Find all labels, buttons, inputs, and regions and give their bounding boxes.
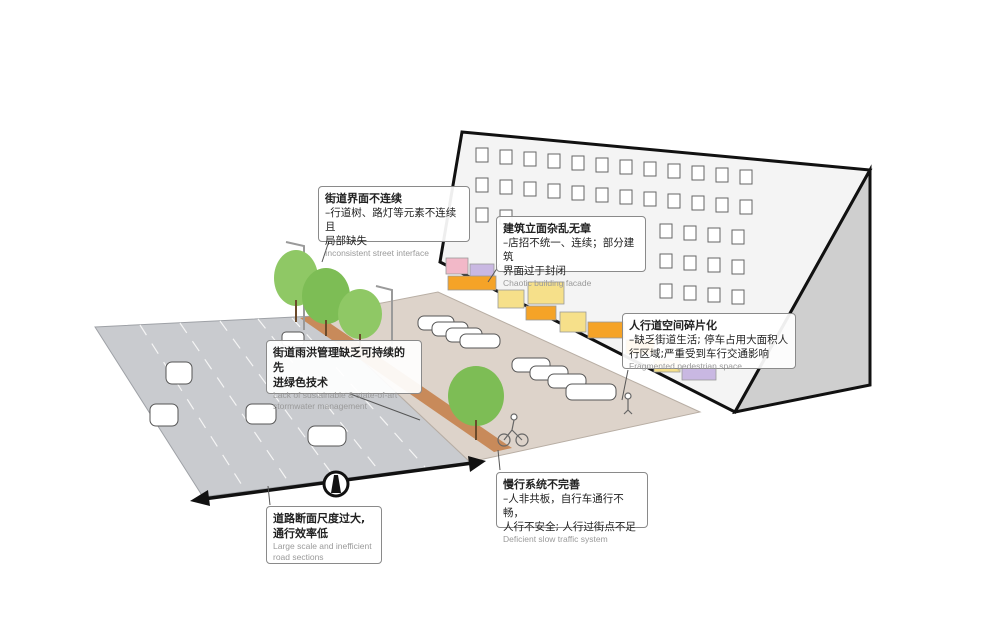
callout-slow-traffic: 慢行系统不完善 –人非共板，自行车通行不畅， 人行不安全; 人行过街点不足 De…	[496, 472, 648, 544]
callout-english: Lack of sustainable & state-of-art storm…	[273, 390, 398, 411]
callout-title: 建筑立面杂乱无章	[503, 222, 591, 235]
callout-english: Inconsistent street interface	[325, 248, 429, 258]
pedestrian	[623, 392, 633, 415]
callout-street-interface: 街道界面不连续 –行道树、路灯等元素不连续且 局部缺失 Inconsistent…	[318, 186, 470, 258]
callout-body: –行道树、路灯等元素不连续且 局部缺失	[325, 207, 457, 247]
callout-english: Fragmented pedestrian space	[629, 361, 742, 371]
parked-cars	[417, 315, 617, 401]
callout-english: Large scale and inefficient road section…	[273, 541, 372, 562]
callout-body: –缺乏街道生活; 停车占用大面积人 行区域;严重受到车行交通影响	[629, 334, 789, 360]
callout-body: –人非共板，自行车通行不畅， 人行不安全; 人行过街点不足	[503, 493, 636, 533]
road-icon	[322, 470, 350, 498]
callout-title: 道路断面尺度过大, 通行效率低	[273, 512, 366, 540]
callout-pedestrian: 人行道空间碎片化 –缺乏街道生活; 停车占用大面积人 行区域;严重受到车行交通影…	[622, 313, 796, 371]
cyclist	[497, 413, 529, 447]
callout-title: 人行道空间碎片化	[629, 319, 717, 332]
callout-road-scale: 道路断面尺度过大, 通行效率低 Large scale and ineffici…	[266, 506, 382, 564]
leader-lines	[267, 237, 629, 506]
street-trees	[274, 250, 504, 440]
callout-english: Deficient slow traffic system	[503, 534, 608, 544]
callout-english: Chaotic building facade	[503, 278, 592, 288]
callout-title: 街道界面不连续	[325, 192, 402, 205]
building-windows	[475, 147, 753, 305]
callout-title: 慢行系统不完善	[503, 478, 580, 491]
callout-facade: 建筑立面杂乱无章 –店招不统一、连续；部分建筑 界面过于封闭 Chaotic b…	[496, 216, 646, 288]
sidewalk-area	[313, 291, 702, 463]
callout-stormwater: 街道雨洪管理缺乏可持续的先 进绿色技术 Lack of sustainable …	[266, 340, 422, 411]
callout-body: –店招不统一、连续；部分建筑 界面过于封闭	[503, 237, 635, 277]
storefront-signs	[445, 257, 717, 381]
callout-title: 街道雨洪管理缺乏可持续的先 进绿色技术	[273, 346, 405, 389]
